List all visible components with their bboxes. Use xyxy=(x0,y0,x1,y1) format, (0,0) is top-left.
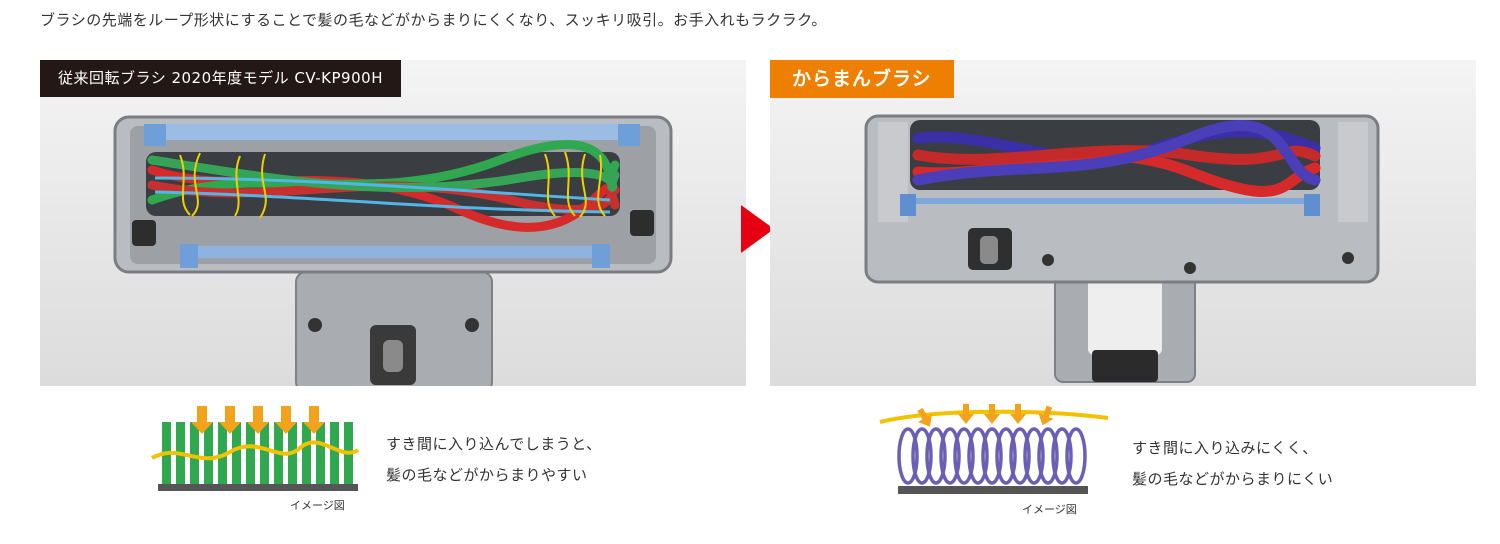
karaman-desc-line1: すき間に入り込みにくく、 xyxy=(1132,439,1318,457)
tangled-bristles-diagram xyxy=(151,406,360,491)
conventional-brush-description: すき間に入り込んでしまうと、 髪の毛などがからまりやすい xyxy=(386,429,602,491)
lead-text: ブラシの先端をループ形状にすることで髪の毛などがからまりにくくなり、スッキリ吸引… xyxy=(40,11,827,29)
conventional-desc-line1: すき間に入り込んでしまうと、 xyxy=(386,435,602,453)
karaman-desc-line2: 髪の毛などがからまりにくい xyxy=(1132,470,1334,488)
karaman-image-caption: イメージ図 xyxy=(1022,503,1077,516)
triangle-right-icon xyxy=(741,205,774,253)
conventional-brush-head-illustration xyxy=(113,115,673,386)
loop-bristles-diagram xyxy=(879,404,1109,494)
karaman-brush-head-illustration xyxy=(864,114,1380,383)
karaman-brush-label: からまんブラシ xyxy=(770,60,954,98)
karaman-brush-description: すき間に入り込みにくく、 髪の毛などがからまりにくい xyxy=(1132,433,1333,495)
conventional-desc-line2: 髪の毛などがからまりやすい xyxy=(386,466,588,484)
karaman-brush-photo: からまんブラシ xyxy=(770,60,1476,386)
conventional-image-caption: イメージ図 xyxy=(290,499,345,512)
conventional-brush-photo: 従来回転ブラシ 2020年度モデル CV-KP900H xyxy=(40,60,746,386)
conventional-brush-label: 従来回転ブラシ 2020年度モデル CV-KP900H xyxy=(40,60,401,97)
